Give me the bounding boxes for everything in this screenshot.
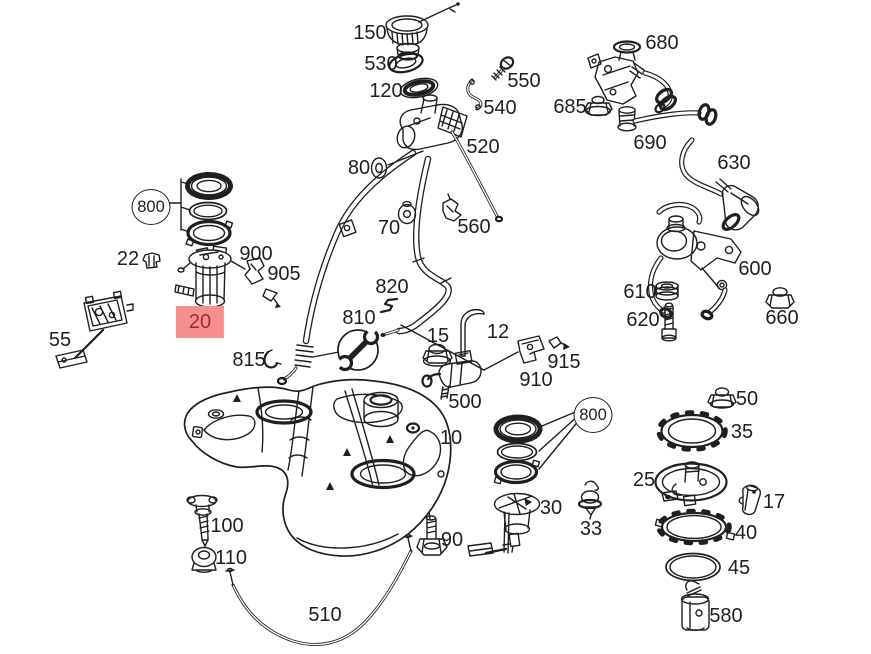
part-art-level-sender-55: [55, 290, 134, 369]
part-label-510[interactable]: 510: [308, 604, 342, 626]
part-art-tool-810: [312, 325, 380, 372]
part-label-12[interactable]: 12: [486, 321, 510, 343]
part-label-22[interactable]: 22: [116, 248, 140, 270]
part-label-80[interactable]: 80: [347, 157, 371, 179]
part-art-grommet-80: [370, 150, 424, 179]
part-label-610[interactable]: 610: [623, 281, 657, 303]
part-label-40[interactable]: 40: [734, 522, 758, 544]
part-label-90[interactable]: 90: [440, 529, 464, 551]
part-label-33[interactable]: 33: [579, 518, 603, 540]
part-label-690[interactable]: 690: [633, 132, 667, 154]
part-label-810[interactable]: 810: [342, 307, 376, 329]
part-art-ring-kit-800-lower: [493, 409, 581, 485]
part-label-900[interactable]: 900: [239, 243, 273, 265]
part-art-screw-550: [491, 56, 515, 81]
part-art-hook-815: [263, 349, 282, 369]
part-art-filter-580: [680, 580, 710, 631]
wrench-icon: [333, 325, 380, 372]
part-art-clip-540: [466, 78, 483, 111]
part-art-hose-690: [617, 103, 718, 132]
part-label-25[interactable]: 25: [632, 469, 656, 491]
part-art-sensor-33: [577, 480, 603, 520]
part-label-70[interactable]: 70: [377, 217, 401, 239]
part-art-bolt-90: [416, 511, 448, 556]
part-label-150[interactable]: 150: [353, 22, 387, 44]
part-art-plug-905: [262, 288, 281, 308]
part-art-lock-ring-40: [654, 508, 736, 546]
part-art-wire-12: [460, 308, 485, 357]
part-art-seal-530: [388, 52, 424, 74]
part-label-520[interactable]: 520: [466, 136, 500, 158]
part-label-120[interactable]: 120: [369, 80, 403, 102]
part-label-820[interactable]: 820: [375, 276, 409, 298]
part-art-clip-915: [548, 336, 570, 350]
part-label-560[interactable]: 560: [457, 216, 491, 238]
part-art-strap-510: [225, 533, 413, 646]
part-art-clamp-22: [142, 252, 161, 269]
part-label-30[interactable]: 30: [539, 497, 563, 519]
part-art-filler-neck-520: [276, 94, 504, 386]
part-art-level-sender-30: [467, 492, 541, 557]
part-label-35[interactable]: 35: [730, 421, 754, 443]
part-label-530[interactable]: 530: [364, 53, 398, 75]
part-label-600[interactable]: 600: [738, 258, 772, 280]
part-art-sender-flange-25: [654, 461, 728, 507]
part-label-660[interactable]: 660: [765, 307, 799, 329]
part-art-lock-ring-35: [656, 410, 728, 452]
part-art-bracket-910: [517, 335, 545, 364]
part-art-nut-660: [765, 287, 795, 309]
part-art-nut-15: [422, 343, 453, 367]
part-art-hook-820: [379, 297, 399, 314]
part-label-50[interactable]: 50: [735, 388, 759, 410]
part-label-630[interactable]: 630: [717, 152, 751, 174]
part-art-nut-50: [707, 387, 737, 409]
part-label-500[interactable]: 500: [448, 391, 482, 413]
part-label-540[interactable]: 540: [483, 97, 517, 119]
part-label-620[interactable]: 620: [626, 309, 660, 331]
part-label-550[interactable]: 550: [507, 70, 541, 92]
part-art-vent-valve-680: [587, 40, 677, 114]
part-art-valve-17: [738, 484, 762, 516]
part-art-screw-100: [186, 494, 218, 547]
part-art-clip-560: [442, 193, 462, 222]
part-art-ring-kit-800-upper: [166, 172, 234, 247]
part-label-910[interactable]: 910: [519, 369, 553, 391]
part-art-grommet-70: [397, 200, 417, 225]
part-art-fuel-pump-20: [174, 245, 246, 308]
part-art-bracket-900: [244, 257, 265, 285]
part-art-hose-630: [679, 137, 760, 231]
part-label-10[interactable]: 10: [439, 427, 463, 449]
part-art-grommet-110: [191, 546, 217, 573]
part-label-800-upper[interactable]: 800: [131, 189, 171, 225]
part-label-45[interactable]: 45: [727, 557, 751, 579]
part-art-bolt-620: [661, 302, 677, 342]
part-label-905[interactable]: 905: [267, 263, 301, 285]
part-art-ring-120: [399, 77, 439, 99]
part-label-815[interactable]: 815: [232, 349, 266, 371]
part-art-nut-685: [584, 95, 613, 117]
part-art-grommet-610: [655, 281, 679, 301]
part-label-15[interactable]: 15: [426, 325, 450, 347]
part-label-800-lower[interactable]: 800: [573, 397, 613, 433]
part-label-100[interactable]: 100: [210, 515, 244, 537]
part-art-fuel-tank-10: [183, 378, 452, 557]
part-label-17[interactable]: 17: [762, 491, 786, 513]
part-label-20[interactable]: 20: [175, 306, 225, 338]
part-label-685[interactable]: 685: [553, 96, 587, 118]
part-label-680[interactable]: 680: [645, 32, 679, 54]
part-label-915[interactable]: 915: [547, 351, 581, 373]
part-label-580[interactable]: 580: [709, 605, 743, 627]
part-art-pump-600: [647, 201, 742, 321]
part-label-55[interactable]: 55: [48, 329, 72, 351]
part-label-110[interactable]: 110: [215, 547, 247, 569]
